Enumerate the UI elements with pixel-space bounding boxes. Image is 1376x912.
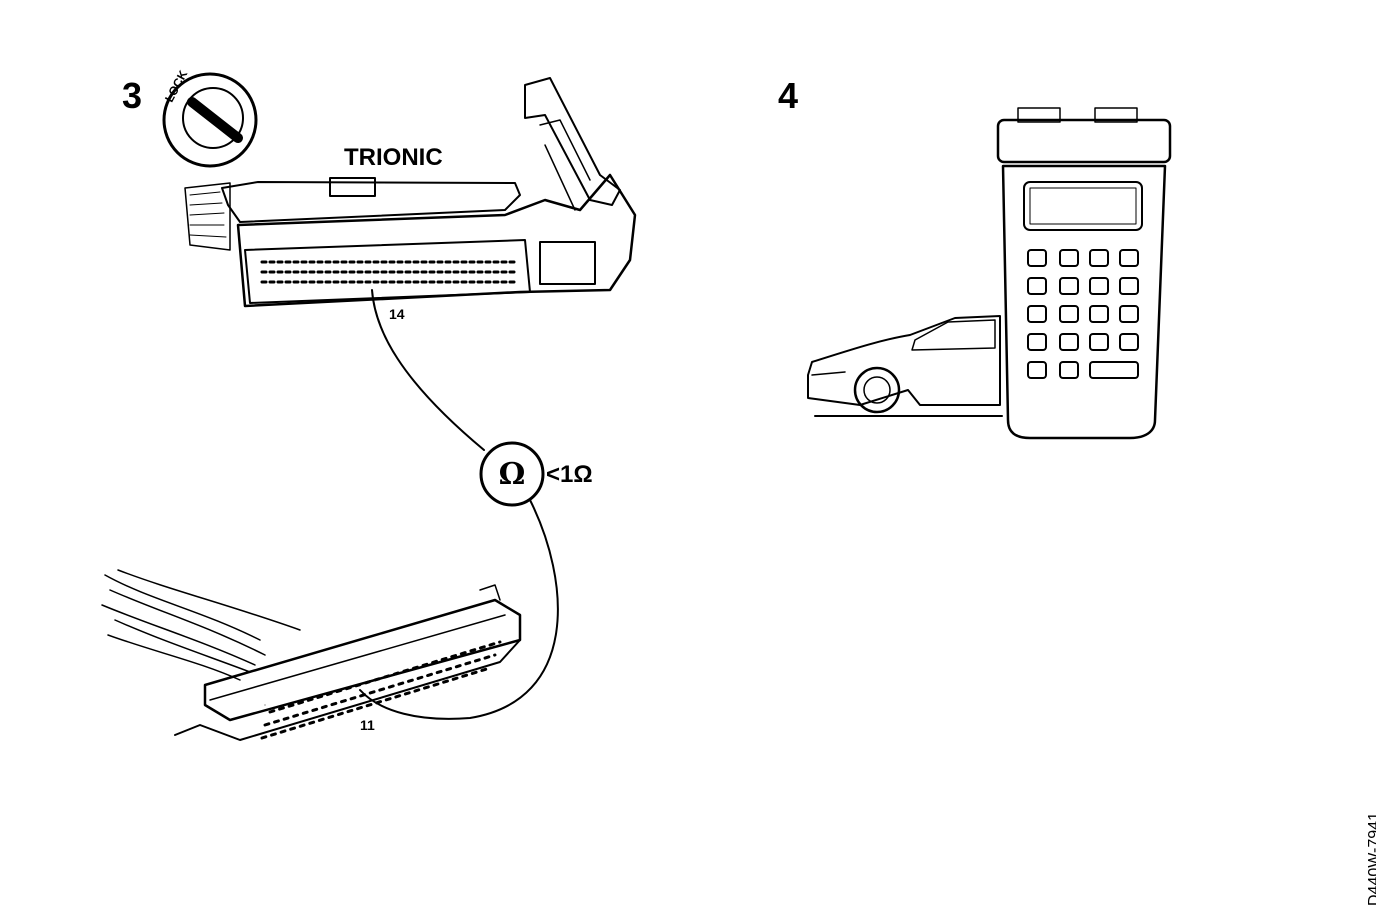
- test-lead-wire: [371, 289, 485, 451]
- harness-connector-icon: [101, 569, 522, 741]
- ohm-icon: Ω: [498, 456, 526, 492]
- trionic-ecu-icon: [184, 77, 637, 308]
- tester-keypad: [1027, 249, 1139, 379]
- ignition-lock-icon: [162, 72, 258, 168]
- ecu-pin-label: 14: [389, 306, 405, 322]
- ohmmeter-circle: [479, 441, 545, 507]
- figure-code: D440W-7941: [1366, 812, 1376, 906]
- step-3-number: 3: [122, 75, 143, 116]
- step-4-number: 4: [778, 75, 799, 116]
- car-icon: [807, 315, 1003, 417]
- test-lead-wire-lower: [359, 499, 559, 720]
- ecu-label: TRIONIC: [344, 144, 443, 171]
- diagnostic-tester-icon: [996, 107, 1172, 440]
- resistance-value: <1Ω: [546, 461, 593, 488]
- connector-pin-label: 11: [360, 717, 375, 733]
